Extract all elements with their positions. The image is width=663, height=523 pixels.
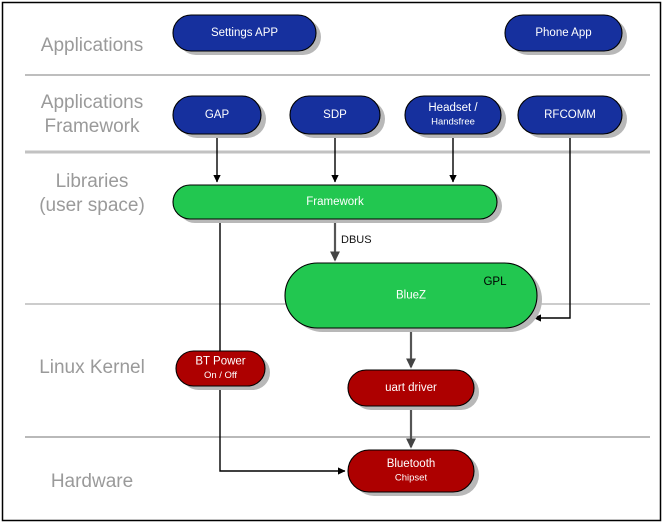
node-body[interactable]	[284, 262, 538, 329]
layer-label-applications: Applications	[41, 35, 143, 56]
node-body[interactable]	[172, 95, 262, 135]
connections: DBUS	[213, 134, 571, 475]
layer-label-linux-kernel: Linux Kernel	[39, 357, 145, 378]
node-label: BT Power	[195, 356, 245, 368]
node-label: Headset /	[428, 102, 478, 114]
node-gap[interactable]: GAP	[172, 95, 266, 138]
node-label: BlueZ	[396, 290, 426, 302]
layer-label-hardware: Hardware	[51, 471, 133, 492]
node-label: Settings APP	[211, 27, 278, 39]
node-body[interactable]	[517, 95, 623, 135]
node-label: Chipset	[395, 473, 428, 484]
node-body[interactable]	[347, 449, 475, 493]
node-label: RFCOMM	[544, 109, 596, 121]
node-bt-power[interactable]: BT Power On / Off	[175, 350, 270, 390]
node-body[interactable]	[347, 369, 475, 407]
node-label: SDP	[323, 109, 347, 121]
node-label: Framework	[306, 196, 364, 208]
node-bluez[interactable]: BlueZ GPL	[284, 262, 542, 332]
node-uart-driver[interactable]: uart driver	[347, 369, 479, 410]
node-label: Bluetooth	[387, 458, 436, 470]
node-body[interactable]	[404, 95, 502, 135]
layer-label-libraries: Libraries(user space)	[39, 171, 145, 216]
node-label: Phone App	[535, 27, 591, 39]
node-label: Handsfree	[431, 117, 475, 128]
node-framework[interactable]: Framework	[172, 184, 502, 223]
connection-framework-to-chipset	[219, 219, 346, 475]
node-body[interactable]	[289, 95, 381, 135]
node-phone-app[interactable]: Phone App	[504, 14, 627, 55]
node-rfcomm[interactable]: RFCOMM	[517, 95, 627, 138]
node-label: uart driver	[385, 382, 437, 394]
node-label: On / Off	[204, 370, 237, 381]
node-body[interactable]	[175, 350, 266, 387]
node-settings-app[interactable]: Settings APP	[172, 14, 321, 55]
node-body[interactable]	[172, 184, 498, 220]
node-badge-gpl: GPL	[483, 276, 507, 288]
node-sdp[interactable]: SDP	[289, 95, 385, 138]
node-body[interactable]	[504, 14, 623, 52]
node-headset-handsfree[interactable]: Headset / Handsfree	[404, 95, 506, 138]
edge-label-framework-to-bluez: DBUS	[341, 234, 372, 246]
node-label: GAP	[205, 109, 230, 121]
node-body[interactable]	[172, 14, 317, 52]
connection-rfcomm-to-bluez	[533, 134, 571, 322]
